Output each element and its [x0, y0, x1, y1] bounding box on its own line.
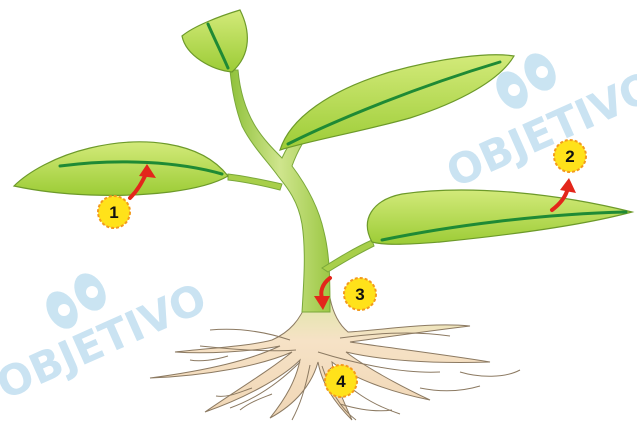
marker-4-label: 4	[336, 372, 346, 391]
watermark-bottom-left: OBJETIVO	[0, 268, 214, 409]
marker-2-label: 2	[565, 147, 574, 166]
marker-3: 3	[344, 278, 376, 310]
watermark-text: OBJETIVO	[0, 273, 214, 409]
marker-3-label: 3	[355, 285, 364, 304]
leaf-top	[182, 10, 247, 72]
leaf-left	[14, 142, 228, 195]
marker-1: 1	[98, 196, 130, 228]
marker-1-label: 1	[109, 203, 118, 222]
leaf-right	[367, 190, 632, 244]
marker-2: 2	[554, 140, 586, 172]
marker-4: 4	[325, 365, 357, 397]
